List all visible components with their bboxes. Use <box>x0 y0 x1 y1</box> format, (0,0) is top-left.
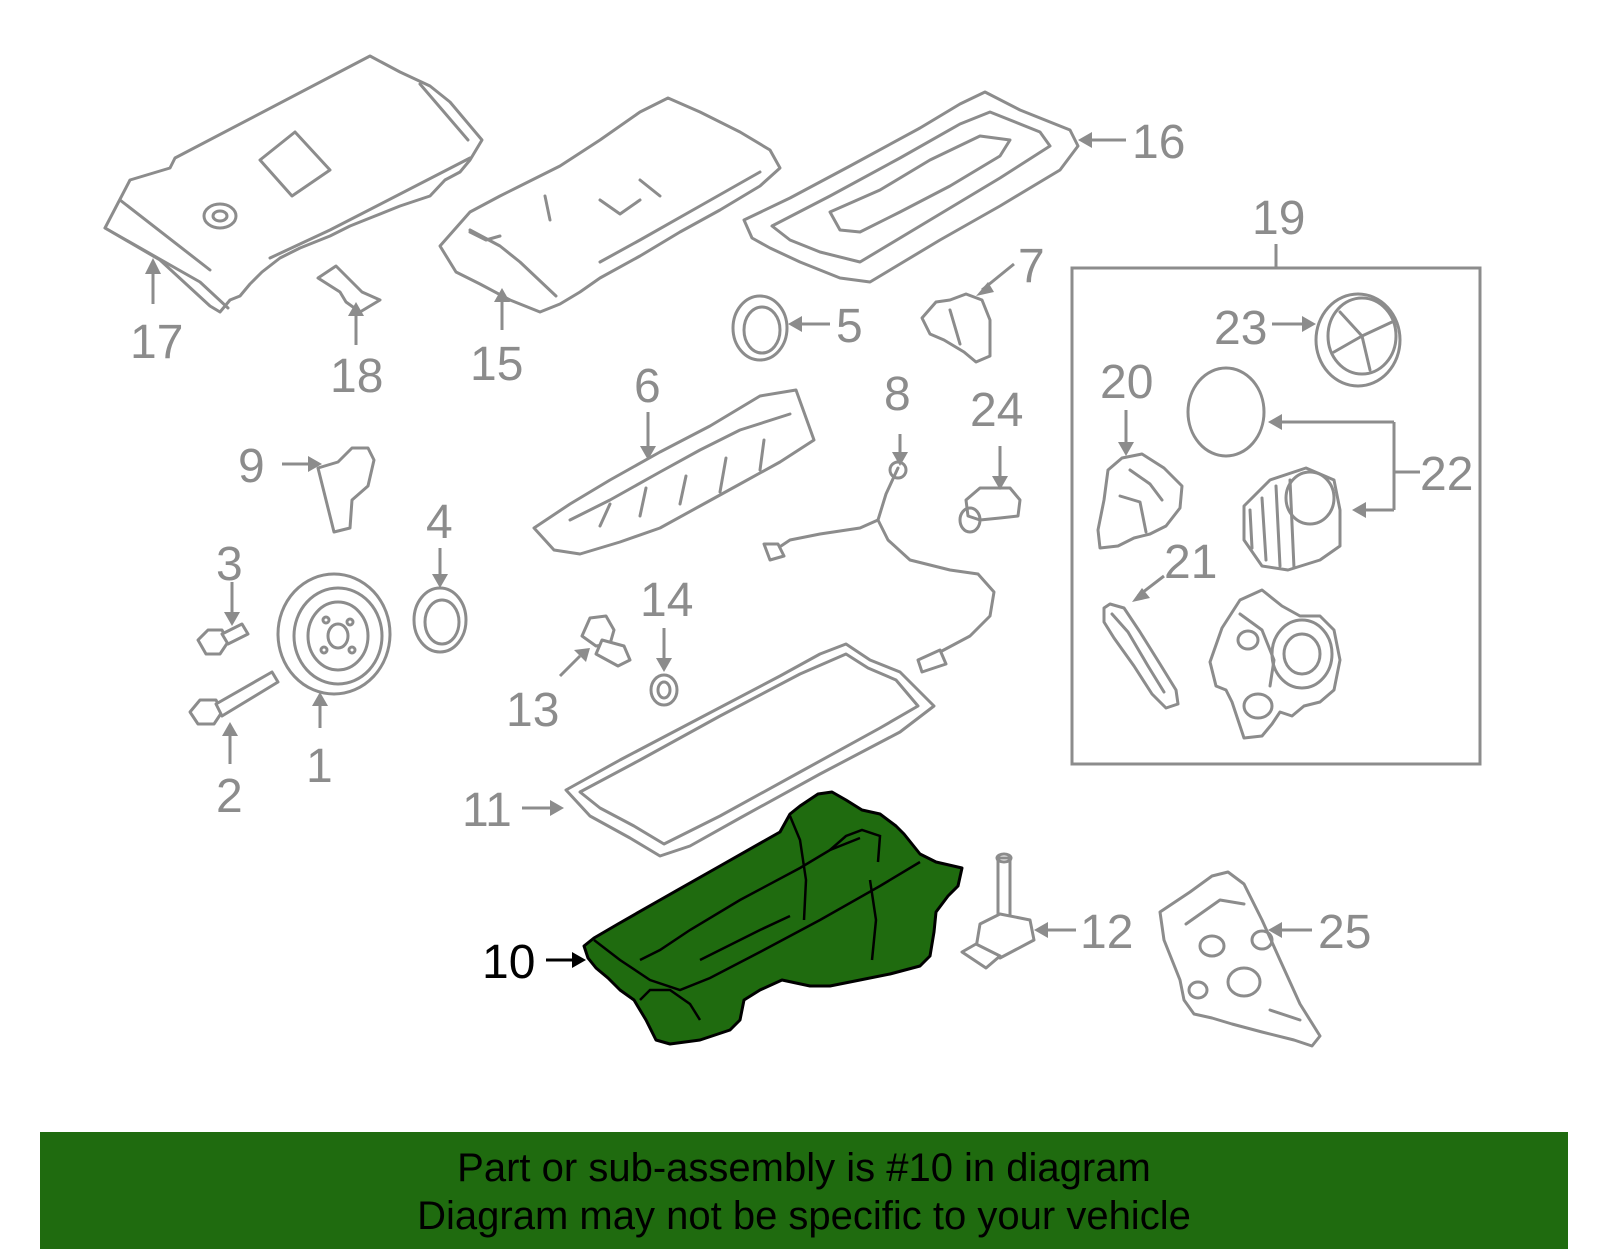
svg-text:19: 19 <box>1252 192 1305 245</box>
svg-text:18: 18 <box>330 350 383 403</box>
oil-pan-gasket-part <box>564 642 936 858</box>
oil-pan-part <box>582 790 964 1046</box>
callout-1: 1 <box>306 692 333 793</box>
wiring-harness-part <box>762 460 996 674</box>
o-ring-part <box>1186 366 1266 458</box>
bracket-part <box>316 264 382 314</box>
callout-17: 17 <box>130 258 183 369</box>
callout-11: 11 <box>462 784 564 837</box>
parts-diagram: 17 18 15 16 5 <box>103 54 1482 1048</box>
svg-text:25: 25 <box>1318 906 1371 959</box>
svg-text:6: 6 <box>634 360 661 413</box>
drain-plug-part <box>580 614 632 668</box>
svg-text:17: 17 <box>130 316 183 369</box>
front-seal-part <box>412 586 468 654</box>
footer-banner: Part or sub-assembly is #10 in diagram D… <box>40 1132 1568 1249</box>
callout-22: 22 <box>1268 414 1473 518</box>
camshaft-sensor-part <box>920 292 992 364</box>
svg-text:14: 14 <box>640 574 693 627</box>
svg-text:5: 5 <box>836 300 863 353</box>
svg-text:15: 15 <box>470 338 523 391</box>
footer-line-disclaimer: Diagram may not be specific to your vehi… <box>417 1194 1191 1238</box>
callout-9: 9 <box>238 440 322 493</box>
oil-deflector-part <box>532 388 816 556</box>
callout-21: 21 <box>1132 536 1217 602</box>
crankshaft-pulley-part <box>276 572 392 696</box>
svg-text:12: 12 <box>1080 906 1133 959</box>
svg-text:10: 10 <box>482 936 535 989</box>
svg-text:23: 23 <box>1214 302 1267 355</box>
long-bolt-part <box>188 670 280 726</box>
svg-text:11: 11 <box>462 784 512 837</box>
valve-cover-gasket-part <box>742 90 1080 284</box>
svg-text:7: 7 <box>1018 240 1045 293</box>
callout-14: 14 <box>640 574 693 672</box>
svg-text:13: 13 <box>506 684 559 737</box>
oil-filter-housing-assembly-part <box>1208 588 1342 740</box>
callout-24: 24 <box>970 384 1023 490</box>
svg-text:9: 9 <box>238 440 265 493</box>
svg-text:20: 20 <box>1100 356 1153 409</box>
seal-part <box>731 294 789 362</box>
callout-23: 23 <box>1214 302 1316 355</box>
callout-18: 18 <box>330 302 383 403</box>
valve-cover-part <box>438 96 782 314</box>
drain-washer-part <box>649 673 679 707</box>
svg-text:3: 3 <box>216 538 243 591</box>
callout-7: 7 <box>976 240 1045 296</box>
svg-text:2: 2 <box>216 770 243 823</box>
callout-4: 4 <box>426 496 453 588</box>
oil-filter-housing-part <box>1158 870 1322 1048</box>
footer-line-part-reference: Part or sub-assembly is #10 in diagram <box>457 1146 1151 1190</box>
callout-15: 15 <box>470 288 523 391</box>
svg-text:22: 22 <box>1420 448 1473 501</box>
callout-16: 16 <box>1078 116 1185 169</box>
callout-8: 8 <box>884 368 911 466</box>
svg-text:4: 4 <box>426 496 453 549</box>
callout-10: 10 <box>482 936 586 989</box>
svg-text:16: 16 <box>1132 116 1185 169</box>
crankshaft-sensor-part <box>316 446 376 534</box>
callout-6: 6 <box>634 360 661 460</box>
filter-cap-part <box>1314 292 1402 388</box>
callout-25: 25 <box>1268 906 1371 959</box>
callout-5: 5 <box>788 300 863 353</box>
housing-cover-part <box>1096 452 1184 550</box>
svg-text:1: 1 <box>306 740 333 793</box>
callout-12: 12 <box>1034 906 1133 959</box>
bolt-part <box>196 622 250 656</box>
callout-20: 20 <box>1100 356 1153 456</box>
callout-13: 13 <box>506 648 590 737</box>
callout-3: 3 <box>216 538 243 626</box>
oil-sensor-part <box>958 486 1022 534</box>
oil-pan-body <box>582 790 964 1046</box>
oil-level-sensor-part <box>960 852 1036 970</box>
callout-19: 19 <box>1252 192 1305 268</box>
svg-text:21: 21 <box>1164 536 1217 589</box>
oil-filter-element-part <box>1242 466 1342 572</box>
svg-text:24: 24 <box>970 384 1023 437</box>
callout-2: 2 <box>216 722 243 823</box>
svg-text:8: 8 <box>884 368 911 421</box>
engine-cover-part <box>103 54 484 314</box>
housing-gasket-part <box>1102 602 1180 710</box>
assembly-19-box <box>1070 266 1482 766</box>
